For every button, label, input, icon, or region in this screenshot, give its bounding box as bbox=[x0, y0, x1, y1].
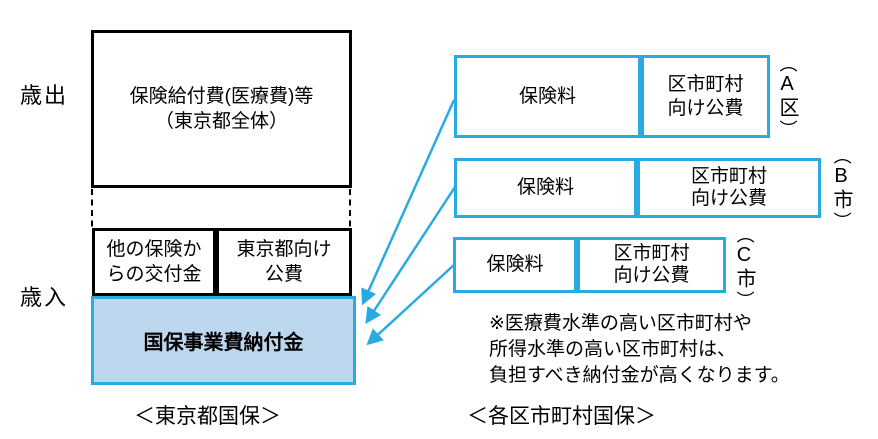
entity-a-close-paren: ） bbox=[777, 119, 798, 138]
subsidy-box-line1: 東京都向け bbox=[236, 239, 332, 260]
entity-c-close-paren: ） bbox=[734, 290, 755, 309]
benefit-box-line1: 保険給付費(医療費)等 bbox=[129, 86, 314, 107]
entity-b-close-paren: ） bbox=[831, 211, 852, 230]
entity-label-c: （ C市 ） bbox=[729, 225, 759, 309]
entity-label-b: （ B市 ） bbox=[826, 146, 856, 230]
municipality-row-a: 保険料 区市町村 向け公費 bbox=[454, 55, 770, 138]
municipality-row-c: 保険料 区市町村 向け公費 bbox=[453, 237, 726, 293]
municipal-subsidy-b-line1: 区市町村 bbox=[690, 166, 767, 187]
nhi-payment-box: 国保事業費納付金 bbox=[91, 296, 356, 385]
other-insurance-grant-box: 他の保険か らの交付金 bbox=[92, 228, 216, 296]
municipal-subsidy-a-line1: 区市町村 bbox=[667, 73, 744, 95]
premium-box-b: 保険料 bbox=[454, 158, 637, 218]
note-line1: ※医療費水準の高い区市町村や bbox=[489, 313, 752, 334]
municipal-subsidy-box-a: 区市町村 向け公費 bbox=[641, 55, 770, 138]
municipal-subsidy-box-b: 区市町村 向け公費 bbox=[637, 158, 821, 218]
entity-a-open-paren: （ bbox=[777, 54, 798, 73]
municipal-subsidy-box-c: 区市町村 向け公費 bbox=[577, 237, 726, 293]
entity-b-name: B市 bbox=[830, 165, 852, 211]
subsidy-box-line2: 公費 bbox=[264, 264, 303, 285]
expenditure-label: 歳出 bbox=[20, 83, 69, 108]
note-line3: 負担すべき納付金が高くなります。 bbox=[489, 365, 790, 386]
grant-box-line2: らの交付金 bbox=[106, 264, 202, 285]
premium-box-a: 保険料 bbox=[454, 55, 641, 138]
municipal-subsidy-c-line1: 区市町村 bbox=[613, 243, 690, 264]
grant-box-line1: 他の保険か bbox=[106, 239, 202, 260]
premium-label-a: 保険料 bbox=[518, 85, 576, 107]
municipality-row-b: 保険料 区市町村 向け公費 bbox=[454, 158, 821, 218]
arrow-b-to-payment bbox=[365, 186, 457, 325]
municipal-subsidy-a-line2: 向け公費 bbox=[667, 97, 744, 119]
municipal-subsidy-b-line2: 向け公費 bbox=[690, 188, 767, 209]
premium-label-c: 保険料 bbox=[486, 254, 544, 275]
premium-box-c: 保険料 bbox=[453, 237, 577, 293]
arrow-a-to-payment bbox=[361, 99, 456, 306]
revenue-label: 歳入 bbox=[20, 285, 69, 310]
municipal-subsidy-c-line2: 向け公費 bbox=[613, 265, 690, 286]
tokyo-subsidy-box: 東京都向け 公費 bbox=[216, 228, 352, 296]
payment-note: ※医療費水準の高い区市町村や 所得水準の高い区市町村は、 負担すべき納付金が高く… bbox=[489, 311, 790, 389]
entity-label-a: （ A区 ） bbox=[772, 52, 802, 140]
benefit-expenditure-box: 保険給付費(医療費)等 （東京都全体） bbox=[91, 30, 352, 188]
premium-label-b: 保険料 bbox=[516, 177, 574, 198]
note-line2: 所得水準の高い区市町村は、 bbox=[489, 339, 737, 360]
arrow-c-to-payment bbox=[366, 263, 456, 346]
entity-c-open-paren: （ bbox=[734, 225, 755, 244]
nhi-payment-label: 国保事業費納付金 bbox=[143, 332, 304, 354]
entity-a-name: A区 bbox=[776, 73, 798, 119]
tokyo-nhi-caption: ＜東京都国保＞ bbox=[134, 405, 281, 428]
entity-b-open-paren: （ bbox=[831, 146, 852, 165]
benefit-box-line2: （東京都全体） bbox=[154, 111, 288, 132]
municipal-nhi-caption: ＜各区市町村国保＞ bbox=[467, 405, 656, 428]
entity-c-name: C市 bbox=[733, 244, 755, 290]
